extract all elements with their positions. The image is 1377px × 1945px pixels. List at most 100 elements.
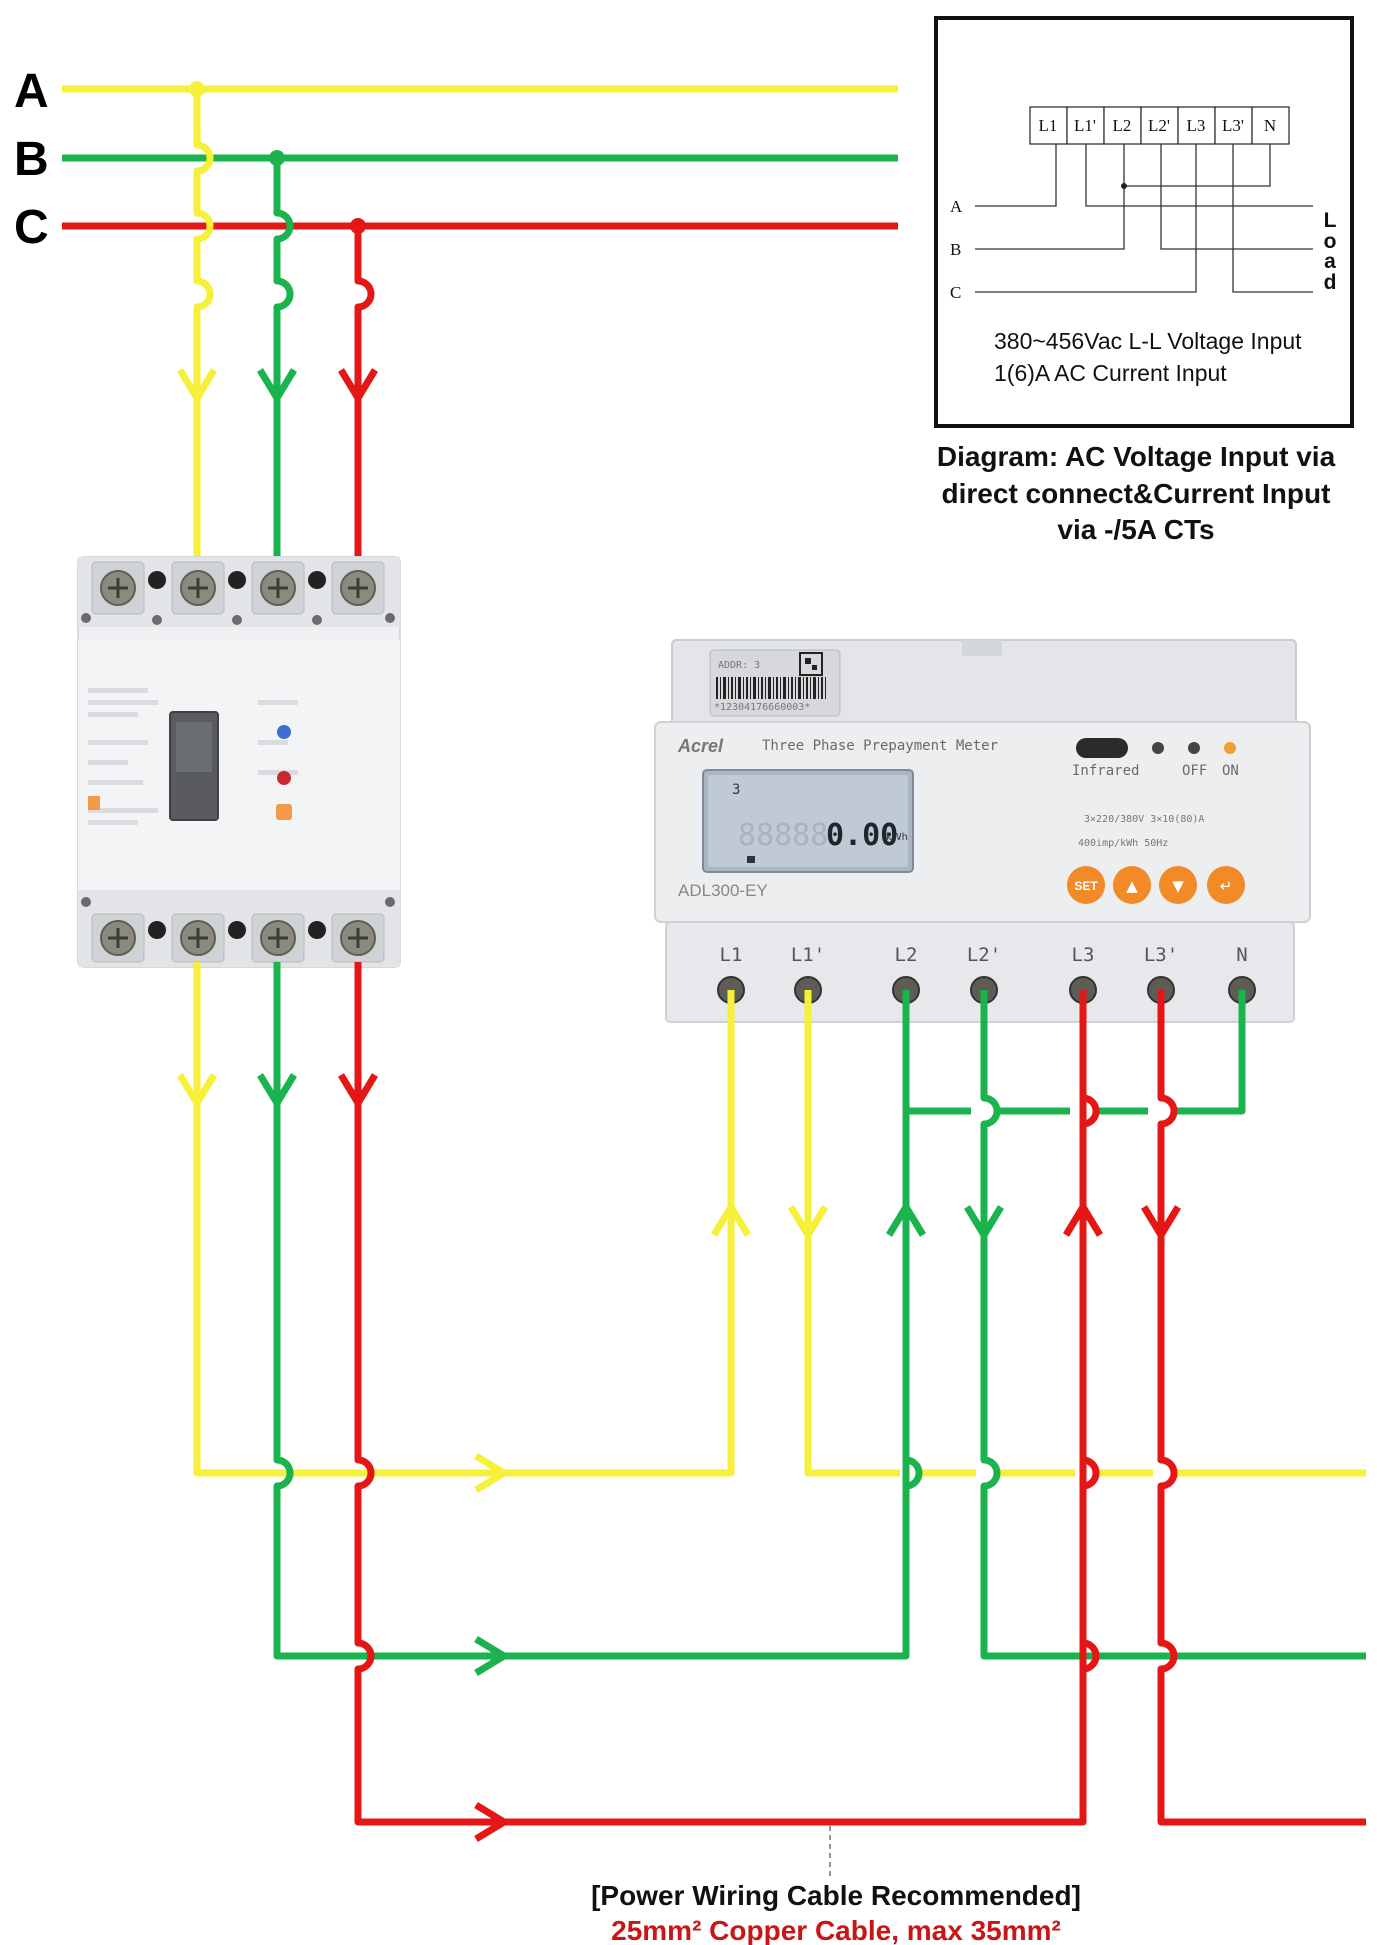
- arrow-down-l2p: [964, 1205, 1004, 1239]
- set-button-label: SET: [1074, 879, 1098, 893]
- meter-model: ADL300-EY: [678, 881, 768, 900]
- phase-label-c: C: [14, 201, 49, 254]
- meter-terminal-l3p: L3': [1144, 944, 1178, 966]
- inset-frame: [934, 16, 1354, 428]
- inset-line-b: B: [950, 240, 961, 259]
- meter-spec-1: 3×220/380V 3×10(80)A: [1084, 814, 1204, 825]
- drop-wires: [177, 89, 378, 570]
- phase-label-a: A: [14, 65, 49, 118]
- meter-buttons: SET ▲ ▼ ↵: [1067, 866, 1245, 904]
- wire-l3p-out-c: [1157, 990, 1366, 1826]
- wire-neutral: [906, 990, 1246, 1115]
- arrow-down-a-top: [177, 368, 217, 402]
- drop-wire-b: [273, 158, 294, 570]
- hops-l3: [1082, 1094, 1100, 1673]
- arrow-right-b: [474, 1636, 508, 1676]
- meter-terminal-l1: L1: [720, 944, 743, 966]
- wire-b-to-l2: [273, 962, 910, 1660]
- inset-terminal-l2: L2: [1113, 116, 1132, 135]
- meter-terminal-l2p: L2': [967, 944, 1001, 966]
- breaker-top-terminals: [91, 561, 385, 615]
- inset-terminal-labels: L1 L1' L2 L2' L3 L3' N: [1039, 116, 1277, 135]
- inset-terminal-l1: L1: [1039, 116, 1058, 135]
- arrow-down-l3p: [1141, 1205, 1181, 1239]
- barcode-icon: [716, 677, 826, 699]
- up-button[interactable]: [1113, 866, 1151, 904]
- lcd-unit: kWh: [886, 832, 908, 843]
- note-line-1: [Power Wiring Cable Recommended]: [591, 1880, 1081, 1911]
- inset-line-a: A: [950, 197, 963, 216]
- meter-addr: ADDR: 3: [718, 660, 760, 671]
- bus-lines: [62, 85, 898, 230]
- meter-brand: Acrel: [677, 736, 724, 756]
- inset-terminal-block: [1029, 106, 1290, 145]
- lcd-value: 0.00: [826, 818, 898, 853]
- enter-button[interactable]: [1207, 866, 1245, 904]
- led-icon: [1152, 742, 1164, 754]
- arrow-down-a-bottom: [177, 1073, 217, 1107]
- circuit-breaker-icon: [77, 556, 401, 968]
- off-label: OFF: [1182, 763, 1207, 779]
- lower-wiring: [177, 962, 1366, 1842]
- wire-a-to-l1: [193, 962, 735, 1477]
- arrow-down-c-bottom: [338, 1073, 378, 1107]
- meter-terminal-n: N: [1236, 944, 1247, 966]
- lcd-index: 3: [732, 782, 740, 798]
- arrow-up-l1: [711, 1203, 751, 1237]
- set-button[interactable]: [1067, 866, 1105, 904]
- down-arrow-icon: ▼: [1172, 877, 1184, 895]
- junction-dot-b: [269, 150, 285, 166]
- lock-icon: [747, 856, 755, 863]
- inset-load-label: L o a d: [1324, 209, 1337, 294]
- infrared-port-icon: [1076, 738, 1128, 758]
- meter-terminal-l3: L3: [1072, 944, 1095, 966]
- led-on-icon: [1224, 742, 1236, 754]
- inset-terminal-l1p: L1': [1074, 116, 1096, 135]
- load-letter-2: o: [1324, 230, 1337, 253]
- arrow-up-l3: [1063, 1203, 1103, 1237]
- energy-meter: ADDR: 3 *12304176660003* Acrel Three Pha…: [654, 639, 1311, 1023]
- load-letter-4: d: [1324, 271, 1337, 294]
- junction-dot-a: [189, 81, 205, 97]
- inset-terminal-n: N: [1264, 116, 1276, 135]
- wire-l1p-out-a: [804, 990, 900, 1477]
- inset-line-c: C: [950, 283, 961, 302]
- meter-terminal-l2: L2: [895, 944, 918, 966]
- inset-wires: [975, 144, 1313, 293]
- wire-c-to-l3: [354, 962, 1087, 1826]
- load-letter-1: L: [1324, 209, 1337, 232]
- meter-terminal-labels: L1 L1' L2 L2' L3 L3' N: [720, 944, 1248, 966]
- caption-line-1: Diagram: AC Voltage Input via: [937, 441, 1336, 472]
- arrow-down-l1p: [788, 1205, 828, 1239]
- meter-spec-2: 400imp/kWh 50Hz: [1078, 838, 1168, 849]
- arrow-down-b-bottom: [257, 1073, 297, 1107]
- inset-voltage-text: 380~456Vac L-L Voltage Input: [994, 328, 1302, 354]
- caption-line-3: via -/5A CTs: [1057, 514, 1214, 545]
- junction-dots: [189, 81, 366, 234]
- down-button[interactable]: [1159, 866, 1197, 904]
- hop-l2-over-a: [905, 1456, 923, 1490]
- arrow-right-c: [474, 1802, 508, 1842]
- lcd-ghost-digits: 88888: [738, 818, 828, 853]
- qr-code-icon: [799, 652, 823, 676]
- meter-terminal-l1p: L1': [791, 944, 825, 966]
- arrow-up-l2: [886, 1203, 926, 1237]
- inset-junction: [1121, 183, 1127, 189]
- inset-diagram: L1 L1' L2 L2' L3 L3' N A B C: [934, 16, 1354, 428]
- cable-note: [Power Wiring Cable Recommended] 25mm² C…: [591, 1880, 1081, 1945]
- note-line-2: 25mm² Copper Cable, max 35mm²: [611, 1915, 1061, 1945]
- inset-current-text: 1(6)A AC Current Input: [994, 360, 1227, 386]
- meter-barcode-number: *12304176660003*: [714, 702, 810, 713]
- meter-title: Three Phase Prepayment Meter: [762, 738, 998, 754]
- arrow-right-a: [474, 1453, 508, 1493]
- inset-caption: Diagram: AC Voltage Input via direct con…: [937, 441, 1336, 545]
- phase-labels: A B C: [14, 65, 49, 254]
- breaker-bottom-terminals: [91, 913, 385, 963]
- inset-line-labels: A B C: [950, 197, 963, 302]
- enter-icon: ↵: [1220, 877, 1233, 895]
- drop-wire-a: [193, 89, 214, 570]
- drop-wire-c: [354, 226, 375, 570]
- inset-terminal-l2p: L2': [1148, 116, 1170, 135]
- arrow-down-c-top: [338, 368, 378, 402]
